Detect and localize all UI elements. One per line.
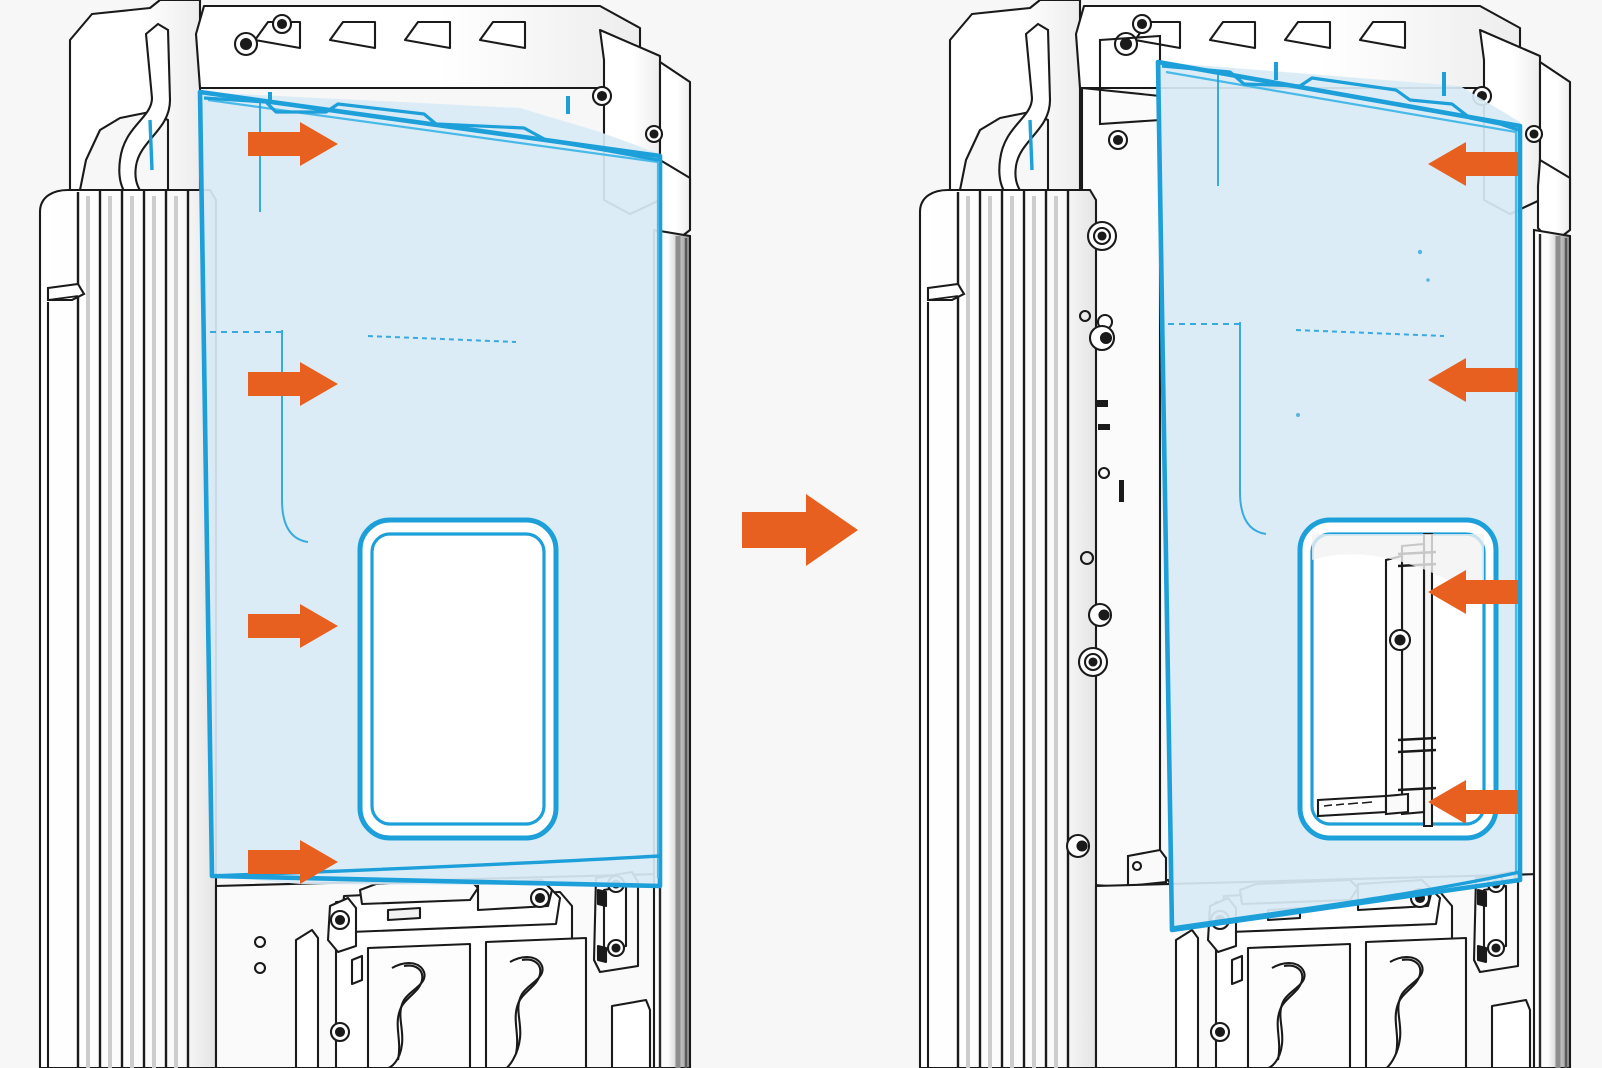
side-access-panel-step2[interactable] [1155,59,1523,933]
fasteners-left [233,13,664,144]
panel-top-lip [1161,64,1519,132]
vertical-guide-rail-right [1532,228,1572,1068]
heat-sink-fin-stack-right [918,188,1098,1068]
drive-bay-assembly-left [214,870,662,1068]
arrow-step-transition [742,494,858,566]
side-access-panel-step1[interactable] [197,89,663,889]
step-2-panel-lifted [918,0,1572,1068]
panel-internal-guide-curve [281,330,309,543]
heat-sink-fin-stack-left [38,188,218,1068]
service-window-cutout-step1[interactable] [357,517,559,841]
panel-highlight-outline [197,89,663,889]
panel-top-lip [203,96,659,162]
panel-highlight-outline [1155,59,1523,933]
step-1-panel-seated [38,0,692,1068]
